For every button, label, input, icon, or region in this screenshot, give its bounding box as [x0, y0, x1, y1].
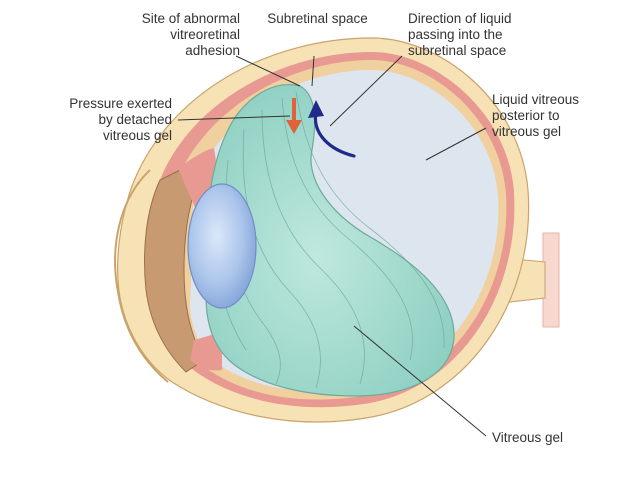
- leader-lines: [177, 55, 487, 437]
- cornea: [114, 169, 169, 383]
- pressure-arrow: [286, 98, 302, 134]
- label-pressure: Pressure exerted by detached vitreous ge…: [69, 96, 172, 143]
- label-liquid-direction: Direction of liquid passing into the sub…: [408, 11, 512, 58]
- label-subretinal-space: Subretinal space: [267, 11, 368, 26]
- ciliary-body-lower: [190, 332, 222, 371]
- label-vitreous-gel: Vitreous gel: [492, 430, 564, 445]
- vitreous-fibres: [214, 91, 445, 389]
- lens: [187, 183, 257, 309]
- vitreous-gel: [204, 84, 455, 397]
- label-liquid-vitreous: Liquid vitreous posterior to vitreous ge…: [492, 92, 580, 139]
- liquid-direction-arrow: [308, 100, 356, 158]
- label-abnormal-adhesion: Site of abnormal vitreoretinal adhesion: [141, 11, 240, 58]
